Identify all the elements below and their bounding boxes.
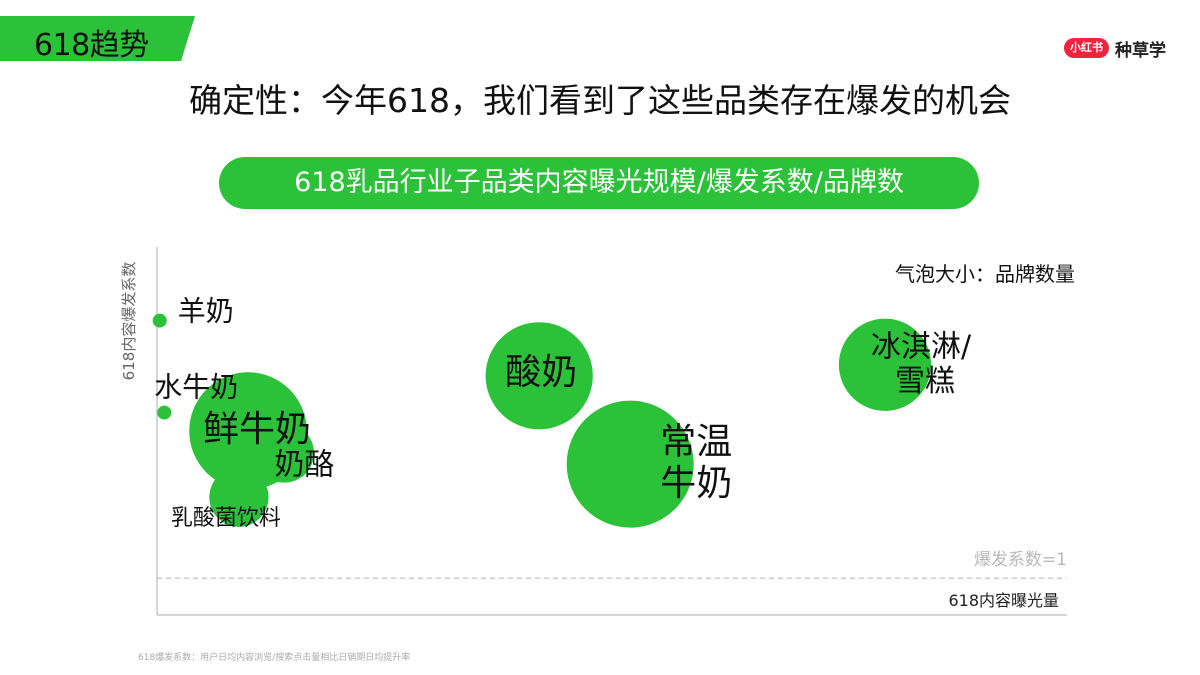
bubble-label-line: 牛奶 <box>660 463 732 504</box>
bubble-point <box>157 405 172 420</box>
bubble-point <box>152 313 167 328</box>
bubble-point <box>209 467 269 527</box>
bubble-label: 鲜牛奶 <box>203 409 311 450</box>
tag-background <box>0 16 195 61</box>
bubble-label: 乳酸菌饮料 <box>171 506 281 531</box>
bubble-point <box>254 423 314 483</box>
bubble-label: 水牛奶 <box>154 371 238 404</box>
brand-logo: 小红书 种草学 <box>1064 37 1166 61</box>
section-tag: 618趋势 <box>0 16 195 63</box>
y-axis-label: 618内容爆发系数 <box>120 262 138 381</box>
xiaohongshu-logo-badge: 小红书 <box>1064 38 1109 58</box>
reference-line-label: 爆发系数=1 <box>974 550 1067 570</box>
bubble-label: 酸奶 <box>505 352 577 393</box>
brand-subtitle: 种草学 <box>1115 40 1166 61</box>
size-legend: 气泡大小：品牌数量 <box>895 262 1075 286</box>
bubble-label-line: 雪糕 <box>895 364 955 399</box>
page-title: 确定性：今年618，我们看到了这些品类存在爆发的机会 <box>189 81 1011 120</box>
bubble-label-line: 冰淇淋/ <box>871 329 972 364</box>
bubble-label: 羊奶 <box>178 295 234 328</box>
bubble-point <box>838 318 932 411</box>
bubble-point <box>566 400 694 528</box>
chart-title-banner: 618乳品行业子品类内容曝光规模/爆发系数/品牌数 <box>219 157 979 209</box>
bubble-label: 冰淇淋/雪糕 <box>871 329 972 399</box>
x-axis-label: 618内容曝光量 <box>948 591 1059 610</box>
section-tag-label: 618趋势 <box>34 28 149 63</box>
footnote: 618爆发系数：用户日均内容浏览/搜索点击量相比日销期日均提升率 <box>138 653 411 663</box>
bubble-label: 奶酪 <box>274 448 334 483</box>
bubble-label: 常温牛奶 <box>660 421 732 503</box>
bubble-label-line: 常温 <box>660 421 732 462</box>
bubble-point <box>485 322 593 430</box>
